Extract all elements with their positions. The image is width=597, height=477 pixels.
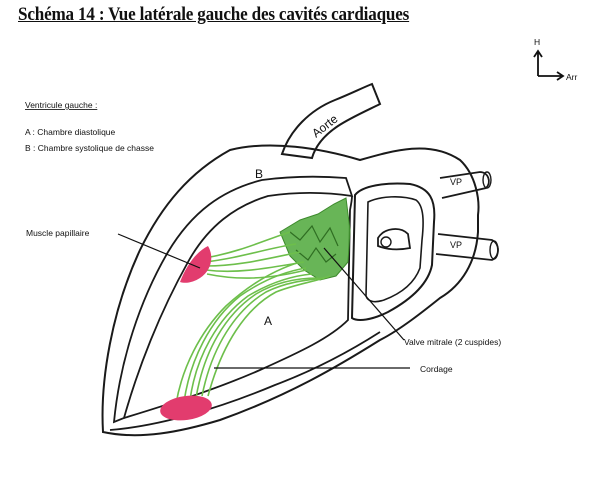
orientation-arrows-icon: [533, 49, 565, 81]
chamber-b-label: B: [255, 167, 263, 181]
orientation-indicator: H Arr: [533, 37, 578, 82]
left-atrium-outer: [350, 182, 436, 321]
vp-lower-label: VP: [450, 240, 462, 250]
legend: Ventricule gauche : A : Chambre diastoli…: [25, 100, 154, 153]
papillary-muscle-lower: [160, 395, 212, 421]
pulmonary-vein-upper-end: [482, 171, 492, 189]
muscle-papillaire-label: Muscle papillaire: [26, 228, 90, 238]
cordage-strands: [175, 231, 331, 405]
chamber-b-wall: [112, 175, 354, 424]
atrium-opening-inner: [380, 236, 392, 248]
legend-item-b: B : Chambre systolique de chasse: [25, 143, 154, 153]
mitral-valve-cusps: [289, 224, 339, 263]
page-title: Schéma 14 : Vue latérale gauche des cavi…: [18, 4, 410, 25]
legend-item-a: A : Chambre diastolique: [25, 127, 116, 137]
left-atrium-inner: [365, 196, 424, 303]
chamber-a-label: A: [264, 314, 272, 328]
orientation-up-label: H: [534, 37, 540, 47]
valve-mitrale-label: Valve mitrale (2 cuspides): [404, 337, 501, 347]
mitral-valve-shape: [279, 197, 351, 281]
pulmonary-vein-upper: [439, 171, 490, 199]
pulmonary-vein-lower: [435, 233, 499, 261]
pulmonary-vein-lower-end: [489, 240, 499, 260]
legend-heading: Ventricule gauche :: [25, 100, 97, 110]
valve-mitrale-leader: [323, 247, 405, 341]
aorta-shape: [280, 82, 382, 160]
orientation-right-label: Arr: [566, 72, 578, 82]
ventricle-lower-wall: [109, 331, 381, 431]
muscle-papillaire-leader: [117, 233, 201, 269]
papillary-muscle-upper: [180, 246, 212, 283]
cordage-label: Cordage: [420, 364, 453, 374]
vp-upper-label: VP: [450, 177, 462, 187]
atrium-opening: [377, 228, 412, 251]
